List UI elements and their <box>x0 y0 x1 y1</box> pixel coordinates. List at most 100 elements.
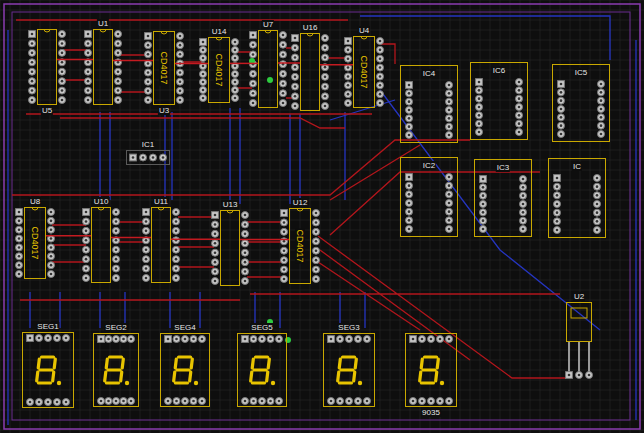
grid-line <box>50 0 51 433</box>
grid-line <box>0 0 644 1</box>
pad <box>113 218 120 225</box>
pad <box>406 226 413 233</box>
pad <box>145 69 152 76</box>
pad <box>182 336 189 343</box>
pad <box>437 398 444 405</box>
pad <box>558 122 565 129</box>
pad <box>281 247 288 254</box>
pad <box>406 217 413 224</box>
grid-line <box>70 0 71 433</box>
drill-hole <box>31 42 34 45</box>
drill-hole <box>214 261 217 264</box>
drill-hole <box>145 239 148 242</box>
pad <box>98 398 105 405</box>
grid-line <box>500 0 501 433</box>
drill-hole <box>482 178 485 181</box>
pad <box>516 120 523 127</box>
drill-hole <box>283 240 286 243</box>
drill-hole <box>556 220 559 223</box>
drill-hole <box>252 102 255 105</box>
pad <box>313 266 320 273</box>
pad <box>83 265 90 272</box>
pad <box>558 131 565 138</box>
drill-hole <box>85 258 88 261</box>
drill-hole <box>560 116 563 119</box>
drill-hole <box>175 230 178 233</box>
pad <box>113 398 120 405</box>
pad <box>598 114 605 121</box>
drill-hole <box>408 202 411 205</box>
reference-designator: IC6 <box>492 66 506 75</box>
copper-trace <box>113 60 153 62</box>
pad <box>377 91 384 98</box>
pad <box>281 266 288 273</box>
drill-hole <box>408 193 411 196</box>
pad <box>364 398 371 405</box>
pad <box>165 336 172 343</box>
drill-hole <box>261 338 264 341</box>
pad <box>29 97 36 104</box>
pad <box>520 192 527 199</box>
drill-hole <box>115 267 118 270</box>
drill-hole <box>448 84 451 87</box>
pad <box>200 95 207 102</box>
pad <box>267 398 274 405</box>
drill-hole <box>600 116 603 119</box>
drill-hole <box>50 264 53 267</box>
drill-hole <box>85 220 88 223</box>
drill-hole <box>482 211 485 214</box>
drill-hole <box>31 52 34 55</box>
pad <box>346 398 353 405</box>
pad <box>594 175 601 182</box>
drill-hole <box>430 338 433 341</box>
reference-designator: U5 <box>41 106 53 115</box>
pad <box>113 336 120 343</box>
drill-hole <box>556 177 559 180</box>
pad <box>594 227 601 234</box>
drill-hole <box>117 80 120 83</box>
grid-line <box>530 0 531 433</box>
pad <box>232 79 239 86</box>
drill-hole <box>478 89 481 92</box>
grid-line <box>100 0 101 433</box>
pad <box>83 275 90 282</box>
drill-hole <box>282 43 285 46</box>
pad <box>406 107 413 114</box>
pad <box>85 87 92 94</box>
pad <box>598 131 605 138</box>
pad <box>177 97 184 104</box>
pad <box>113 275 120 282</box>
pad <box>48 262 55 269</box>
pad <box>558 106 565 113</box>
drill-hole <box>117 61 120 64</box>
drill-hole <box>85 248 88 251</box>
pad <box>45 335 52 342</box>
drill-hole <box>85 277 88 280</box>
drill-hole <box>202 41 205 44</box>
pad <box>276 336 283 343</box>
drill-hole <box>147 80 150 83</box>
pad <box>406 123 413 130</box>
drill-hole <box>65 401 68 404</box>
drill-hole <box>556 229 559 232</box>
drill-hole <box>294 85 297 88</box>
pad <box>177 78 184 85</box>
drill-hole <box>283 268 286 271</box>
pad <box>16 226 23 233</box>
drill-hole <box>448 109 451 112</box>
drill-hole <box>448 202 451 205</box>
pad <box>345 38 352 45</box>
drill-hole <box>324 56 327 59</box>
pad <box>446 182 453 189</box>
drill-hole <box>294 66 297 69</box>
drill-hole <box>478 131 481 134</box>
pad <box>29 31 36 38</box>
drill-hole <box>518 122 521 125</box>
pad <box>558 97 565 104</box>
reference-designator: IC4 <box>422 69 436 78</box>
pad <box>173 227 180 234</box>
vias <box>249 58 291 343</box>
pad <box>212 268 219 275</box>
ic-socket: IC <box>548 158 606 238</box>
drill-hole <box>117 42 120 45</box>
